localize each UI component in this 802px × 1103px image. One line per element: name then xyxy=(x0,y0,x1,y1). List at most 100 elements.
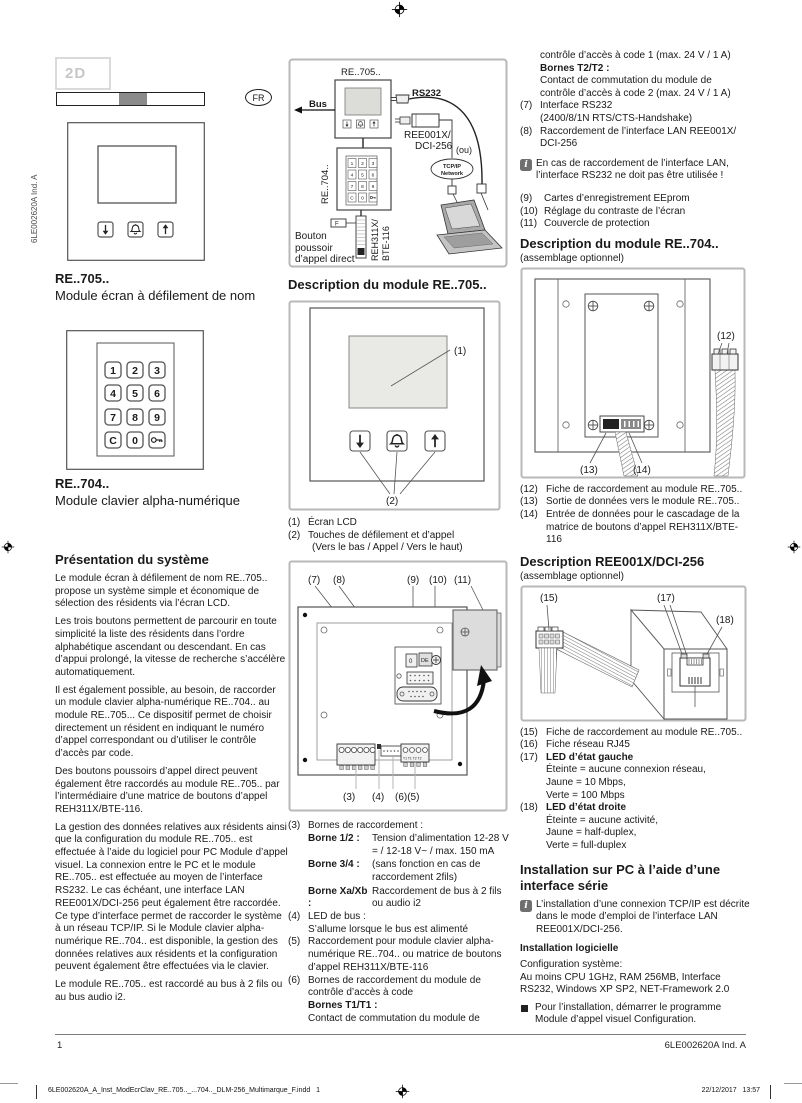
keypad-key: 5 xyxy=(132,388,138,400)
keypad-key: C xyxy=(109,435,117,447)
label-bouton: Bouton xyxy=(295,231,327,242)
section-heading-705: Description du module RE..705.. xyxy=(288,277,487,292)
paragraph: Le module RE..705.. est raccordé au bus … xyxy=(55,979,283,1003)
callout-15: (15) xyxy=(540,593,558,604)
bus-arrow xyxy=(294,106,302,114)
bus-led xyxy=(377,744,381,750)
notes-3-6: (3)Bornes de raccordement : Borne 1/2 :T… xyxy=(288,820,509,1024)
svg-text:8: 8 xyxy=(361,184,364,190)
status-led-left xyxy=(680,653,688,659)
terminal-label: Borne Xa/​Xb : xyxy=(308,885,368,910)
call-button-matrix xyxy=(355,215,367,259)
keypad-key: 2 xyxy=(132,365,138,377)
label-bte116: BTE-116 xyxy=(381,226,391,261)
bullet-square-icon xyxy=(521,1004,528,1012)
callout-10: (10) xyxy=(429,575,447,586)
module-plug xyxy=(535,630,564,649)
terminal-label: Borne 1/2 : xyxy=(308,832,360,844)
middle-column: RE..705.. Bus RS232 REE001X/ DCI-256 (ou… xyxy=(288,55,510,1025)
label-bus: Bus xyxy=(309,99,327,110)
keypad-key: 3 xyxy=(154,365,160,377)
callout-13: (13) xyxy=(580,465,598,476)
terminal-label: Borne 3/4 : xyxy=(308,859,360,871)
paragraph: La gestion des données relatives aux rés… xyxy=(55,821,288,973)
info-box-lan: i En cas de raccordement de l’interface … xyxy=(520,158,751,183)
module-705-title: RE..705.. xyxy=(55,271,110,286)
callout-8: (8) xyxy=(333,575,345,586)
module-704-title: RE..704.. xyxy=(55,476,110,491)
module-704-caption: RE..704.. Module clavier alpha-numérique xyxy=(55,476,295,509)
color-bar-segment xyxy=(119,93,147,105)
presentation-heading: Présentation du système xyxy=(55,552,209,567)
subheading-software-install: Installation logicielle xyxy=(520,943,619,955)
callout-6-5: (6)(5) xyxy=(395,792,419,803)
notes-9-11: (9)Cartes d’enregistrement EEprom (10)Ré… xyxy=(520,192,690,230)
label-network: Network xyxy=(441,171,464,177)
language-badge: FR xyxy=(245,89,272,106)
eeprom-card xyxy=(405,653,418,668)
label-dci256: DCI-256 xyxy=(415,141,453,152)
callout-1: (1) xyxy=(454,346,466,357)
keypad-key: 7 xyxy=(110,412,116,424)
screw-icon xyxy=(587,419,599,430)
section-heading-install: Installation sur PC à l’aide d’une inter… xyxy=(520,861,721,893)
laptop-icon xyxy=(436,199,503,255)
terminal-labels: T1 T1 T2 T2 xyxy=(403,757,422,761)
footer-rule xyxy=(55,1034,746,1035)
mini-keypad xyxy=(347,158,378,203)
callout-3: (3) xyxy=(343,792,355,803)
mount-arrow xyxy=(433,679,486,716)
notes-15-18: (15)Fiche de raccordement au module RE..… xyxy=(520,726,743,852)
callout-4: (4) xyxy=(372,792,384,803)
print-color-bar xyxy=(56,92,205,106)
keypad-key: 4 xyxy=(110,388,116,400)
rs232-cable xyxy=(408,96,483,185)
callout-11: (11) xyxy=(454,575,471,586)
crop-mark-right xyxy=(784,1083,802,1084)
svg-text:C: C xyxy=(350,196,354,202)
paragraph: Il est également possible, au besoin, de… xyxy=(55,684,276,760)
terminal-block-power xyxy=(336,743,376,766)
label-re704: RE..704.. xyxy=(320,164,331,204)
registration-mark-bottom xyxy=(395,1084,410,1099)
connection-cable xyxy=(713,369,736,476)
callout-17: (17) xyxy=(657,593,675,604)
label-re705: RE..705.. xyxy=(341,67,381,78)
screw-icon xyxy=(587,300,599,311)
print-tick-right xyxy=(770,1085,771,1099)
status-led-right xyxy=(702,653,710,659)
label-appel-direct: d’appel direct xyxy=(295,254,355,265)
rs232-plug-icon xyxy=(395,94,410,104)
screw-icon xyxy=(460,627,470,637)
module-704-subtitle: Module clavier alpha-numérique xyxy=(55,493,240,508)
lcd-screen xyxy=(348,335,448,409)
svg-text:7: 7 xyxy=(351,184,354,190)
info-icon: i xyxy=(520,899,532,912)
notes-12-14: (12)Fiche de raccordement au module RE..… xyxy=(520,483,743,546)
svg-text:2: 2 xyxy=(361,161,364,167)
registration-mark-top xyxy=(391,1,408,18)
lan-interface-diagram: (15) (17) (18) (16) xyxy=(520,585,747,722)
notes-1-2: (1)Écran LCD (2)Touches de défilement et… xyxy=(288,517,463,554)
terminal-block-access xyxy=(400,743,430,763)
label-poussoir: poussoir xyxy=(295,243,333,254)
svg-text:3: 3 xyxy=(372,161,375,167)
svg-text:6: 6 xyxy=(372,173,375,179)
system-requirements: Configuration système: Au moins CPU 1GHz… xyxy=(520,959,730,996)
terminal-desc: Raccordement de bus à 2 fils ou audio i2 xyxy=(372,885,502,910)
keypad-key: 9 xyxy=(154,412,160,424)
svg-text:0: 0 xyxy=(361,196,364,202)
rs232-db9-port xyxy=(396,686,438,702)
module-704-rear-diagram: (12) (13) (14) xyxy=(520,267,746,479)
install-step: Pour l’installation, démarrer le program… xyxy=(520,1002,751,1027)
section-subtitle: (assemblage optionnel) xyxy=(520,252,624,264)
module-705-photo xyxy=(67,122,205,261)
callout-9: (9) xyxy=(407,575,419,586)
keypad-key: 8 xyxy=(132,412,138,424)
module-704-photo: 1 2 3 4 5 6 7 8 9 C 0 xyxy=(66,330,204,470)
label-rs232: RS232 xyxy=(412,88,441,99)
page-number: 1 xyxy=(57,1040,63,1051)
module-705-rear-diagram: (7) (8) (9) (10) (11) 0 DE xyxy=(288,560,508,812)
callout-7: (7) xyxy=(308,575,320,586)
callout-18: (18) xyxy=(716,615,734,626)
